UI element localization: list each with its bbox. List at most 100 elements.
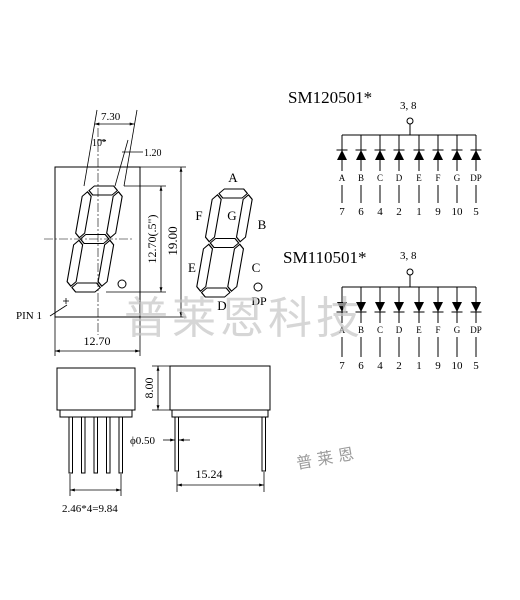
- circuit-pin-number: 5: [473, 206, 479, 218]
- display-outline: [54, 166, 141, 318]
- circuit-title-1: SM120501*: [288, 88, 372, 107]
- dim-body-depth: 8.00: [142, 378, 156, 399]
- led-diode-a: [337, 150, 347, 160]
- dim-digit-width: 7.30: [101, 111, 121, 123]
- circuit-pin-number: 7: [339, 206, 345, 218]
- segment-f: [75, 191, 92, 239]
- side-pins-left: [68, 416, 123, 474]
- segment-label-g: G: [227, 208, 236, 223]
- dim-digit-height: 12.70(.5"): [145, 215, 159, 264]
- side-body-left: [56, 367, 136, 411]
- circuit-pin-number: 9: [435, 206, 441, 218]
- circuit-segment-label: F: [435, 325, 440, 335]
- circuit-segment-label: G: [454, 325, 461, 335]
- side-standoff-left: [59, 409, 133, 418]
- led-diode-d: [394, 302, 404, 312]
- circuit-pin-number: 10: [452, 360, 464, 372]
- circuit-segment-label: D: [396, 173, 403, 183]
- led-diode-e: [414, 302, 424, 312]
- led-diode-b: [356, 302, 366, 312]
- circuit-common-pins-2: 3, 8: [400, 250, 417, 262]
- circuit-segment-label: G: [454, 173, 461, 183]
- side-body-right: [169, 365, 271, 411]
- led-diode-b: [356, 150, 366, 160]
- circuit-segment-label: F: [435, 173, 440, 183]
- circuit-segment-label: E: [416, 173, 422, 183]
- circuit-pin-number: 5: [473, 360, 479, 372]
- pin1-leader: [49, 304, 68, 317]
- pin1-marker: [63, 298, 69, 304]
- circuit-segment-label: DP: [470, 173, 482, 183]
- side-view-right: 8.00 ϕ0.50 15.24: [130, 365, 271, 492]
- circuit-pin-number: 1: [416, 206, 422, 218]
- segment-label-b: B: [258, 217, 267, 232]
- front-view: 7.30 10° 1.20 12.70(.5") 19.00 PIN 1 12.…: [16, 109, 186, 356]
- circuit-segment-label: E: [416, 325, 422, 335]
- dim-width: 12.70: [84, 334, 111, 348]
- circuit-pin-number: 1: [416, 360, 422, 372]
- dim-height: 19.00: [165, 226, 180, 255]
- pin1-label: PIN 1: [16, 310, 42, 322]
- side-pin-left-3: [93, 416, 98, 474]
- circuit-pin-number: 2: [396, 360, 402, 372]
- circuit-common-pins-1: 3, 8: [400, 100, 417, 112]
- led-diode-f: [433, 302, 443, 312]
- circuit-pin-number: 10: [452, 206, 464, 218]
- watermark-large: 普莱恩科技: [124, 293, 364, 344]
- segment-a: [88, 185, 119, 196]
- front-decimal-point: [117, 279, 127, 289]
- segment-label-e: E: [188, 260, 196, 275]
- circuit-segment-label: A: [339, 325, 346, 335]
- segment-a: [218, 188, 249, 199]
- led-diode-a: [337, 302, 347, 312]
- dim-slant-angle: 10°: [92, 138, 106, 149]
- led-diode-c: [375, 150, 385, 160]
- led-diode-f: [433, 150, 443, 160]
- side-pin-left-1: [68, 416, 73, 474]
- circuit-segment-label: B: [358, 173, 364, 183]
- segment-b: [106, 191, 123, 239]
- segment-label-dp: DP: [251, 294, 267, 308]
- segment-label-c: C: [252, 260, 261, 275]
- circuit-pin-number: 4: [377, 360, 383, 372]
- circuit-segment-label: DP: [470, 325, 482, 335]
- circuit-segment-label: C: [377, 173, 383, 183]
- segment-label-f: F: [195, 208, 202, 223]
- front-digit: [66, 185, 123, 293]
- segment-d: [200, 287, 231, 298]
- dim-pin-pitch: 2.46*4=9.84: [62, 503, 118, 515]
- ext-line-digit-right: [123, 109, 138, 187]
- segment-d: [71, 282, 102, 293]
- ext-line-segment: [114, 139, 129, 187]
- labeled-digit: [196, 188, 253, 298]
- labeled-decimal-point: [253, 282, 263, 292]
- circuit-pin-number: 2: [396, 206, 402, 218]
- led-diode-d: [394, 150, 404, 160]
- segment-e: [196, 243, 214, 292]
- circuit-pin-number: 6: [358, 206, 364, 218]
- led-diode-g: [452, 150, 462, 160]
- led-diode-e: [414, 150, 424, 160]
- side-pin-left-4: [106, 416, 111, 474]
- led-diode-g: [452, 302, 462, 312]
- led-diode-dp: [471, 150, 481, 160]
- dim-pin-diameter: ϕ0.50: [130, 435, 156, 447]
- dim-segment-width: 1.20: [144, 148, 162, 159]
- dim-row-spacing: 15.24: [196, 467, 223, 481]
- side-pin-left-5: [118, 416, 123, 474]
- circuit-pin-number: 9: [435, 360, 441, 372]
- segment-f: [204, 194, 222, 243]
- circuit-segment-label: B: [358, 325, 364, 335]
- circuit-segment-label: D: [396, 325, 403, 335]
- segment-g: [209, 237, 240, 249]
- segment-label-a: A: [228, 170, 238, 185]
- side-pin-left-2: [81, 416, 86, 474]
- circuit-pin-number: 7: [339, 360, 345, 372]
- segment-c: [97, 239, 115, 287]
- side-pin-right-b: [261, 416, 266, 472]
- circuit-pin-number: 4: [377, 206, 383, 218]
- segment-e: [66, 239, 84, 287]
